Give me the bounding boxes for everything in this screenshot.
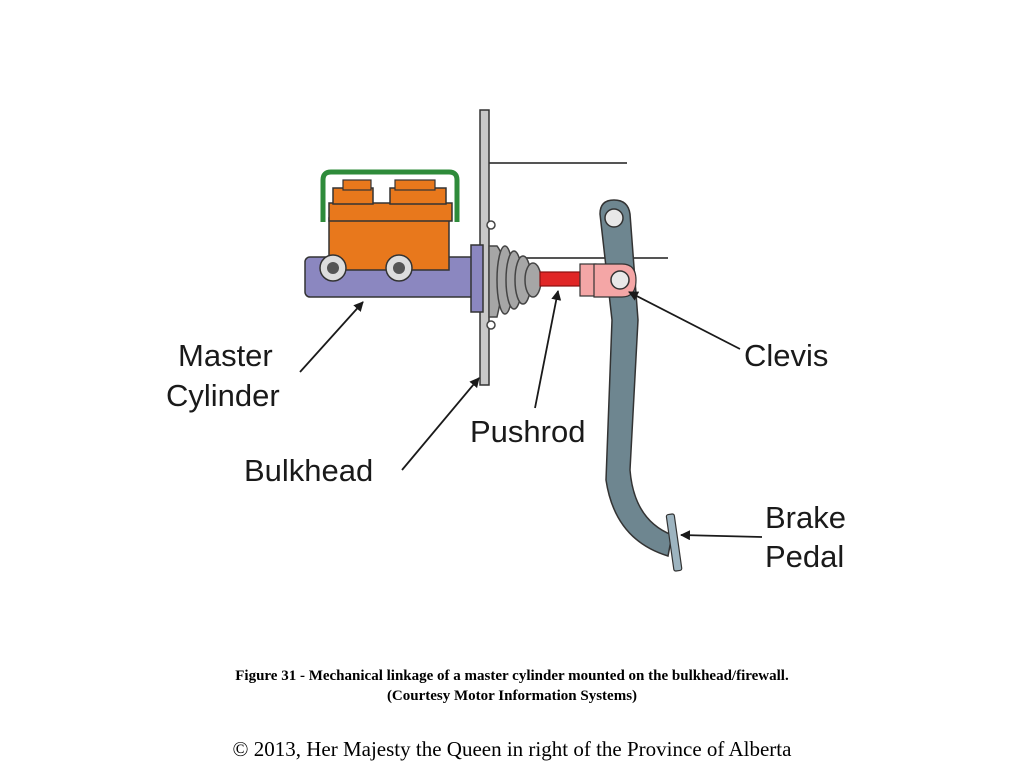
figure-caption: Figure 31 - Mechanical linkage of a mast…	[235, 668, 789, 684]
brake-pedal-arm	[599, 199, 673, 557]
copyright-notice: © 2013, Her Majesty the Queen in right o…	[232, 737, 792, 761]
leader-arrows	[299, 290, 763, 541]
master-cylinder	[304, 169, 484, 313]
clevis-arrow	[628, 291, 741, 350]
brake-pedal-pad	[665, 513, 683, 572]
master-cylinder-arrow	[299, 301, 364, 373]
pedal-pivot	[604, 208, 624, 228]
pushrod	[539, 271, 585, 287]
label-master-cylinder-2: Cylinder	[166, 378, 280, 413]
label-brake-pedal-1: Brake	[765, 500, 846, 535]
master-cylinder-diagram: Master Cylinder Bulkhead Pushrod Clevis …	[166, 109, 846, 574]
pushrod-arrow	[534, 290, 562, 409]
figure-credit: (Courtesy Motor Information Systems)	[386, 688, 638, 704]
label-clevis: Clevis	[744, 338, 828, 373]
pushrod-boot	[488, 245, 542, 318]
label-pushrod: Pushrod	[470, 414, 585, 449]
label-bulkhead: Bulkhead	[244, 453, 373, 488]
pedal-bracket	[488, 162, 668, 259]
clevis	[579, 263, 637, 298]
label-brake-pedal-2: Pedal	[765, 539, 844, 574]
brake-pedal-arrow	[680, 530, 763, 541]
label-master-cylinder-1: Master	[178, 338, 273, 373]
bulkhead-arrow	[401, 377, 480, 471]
